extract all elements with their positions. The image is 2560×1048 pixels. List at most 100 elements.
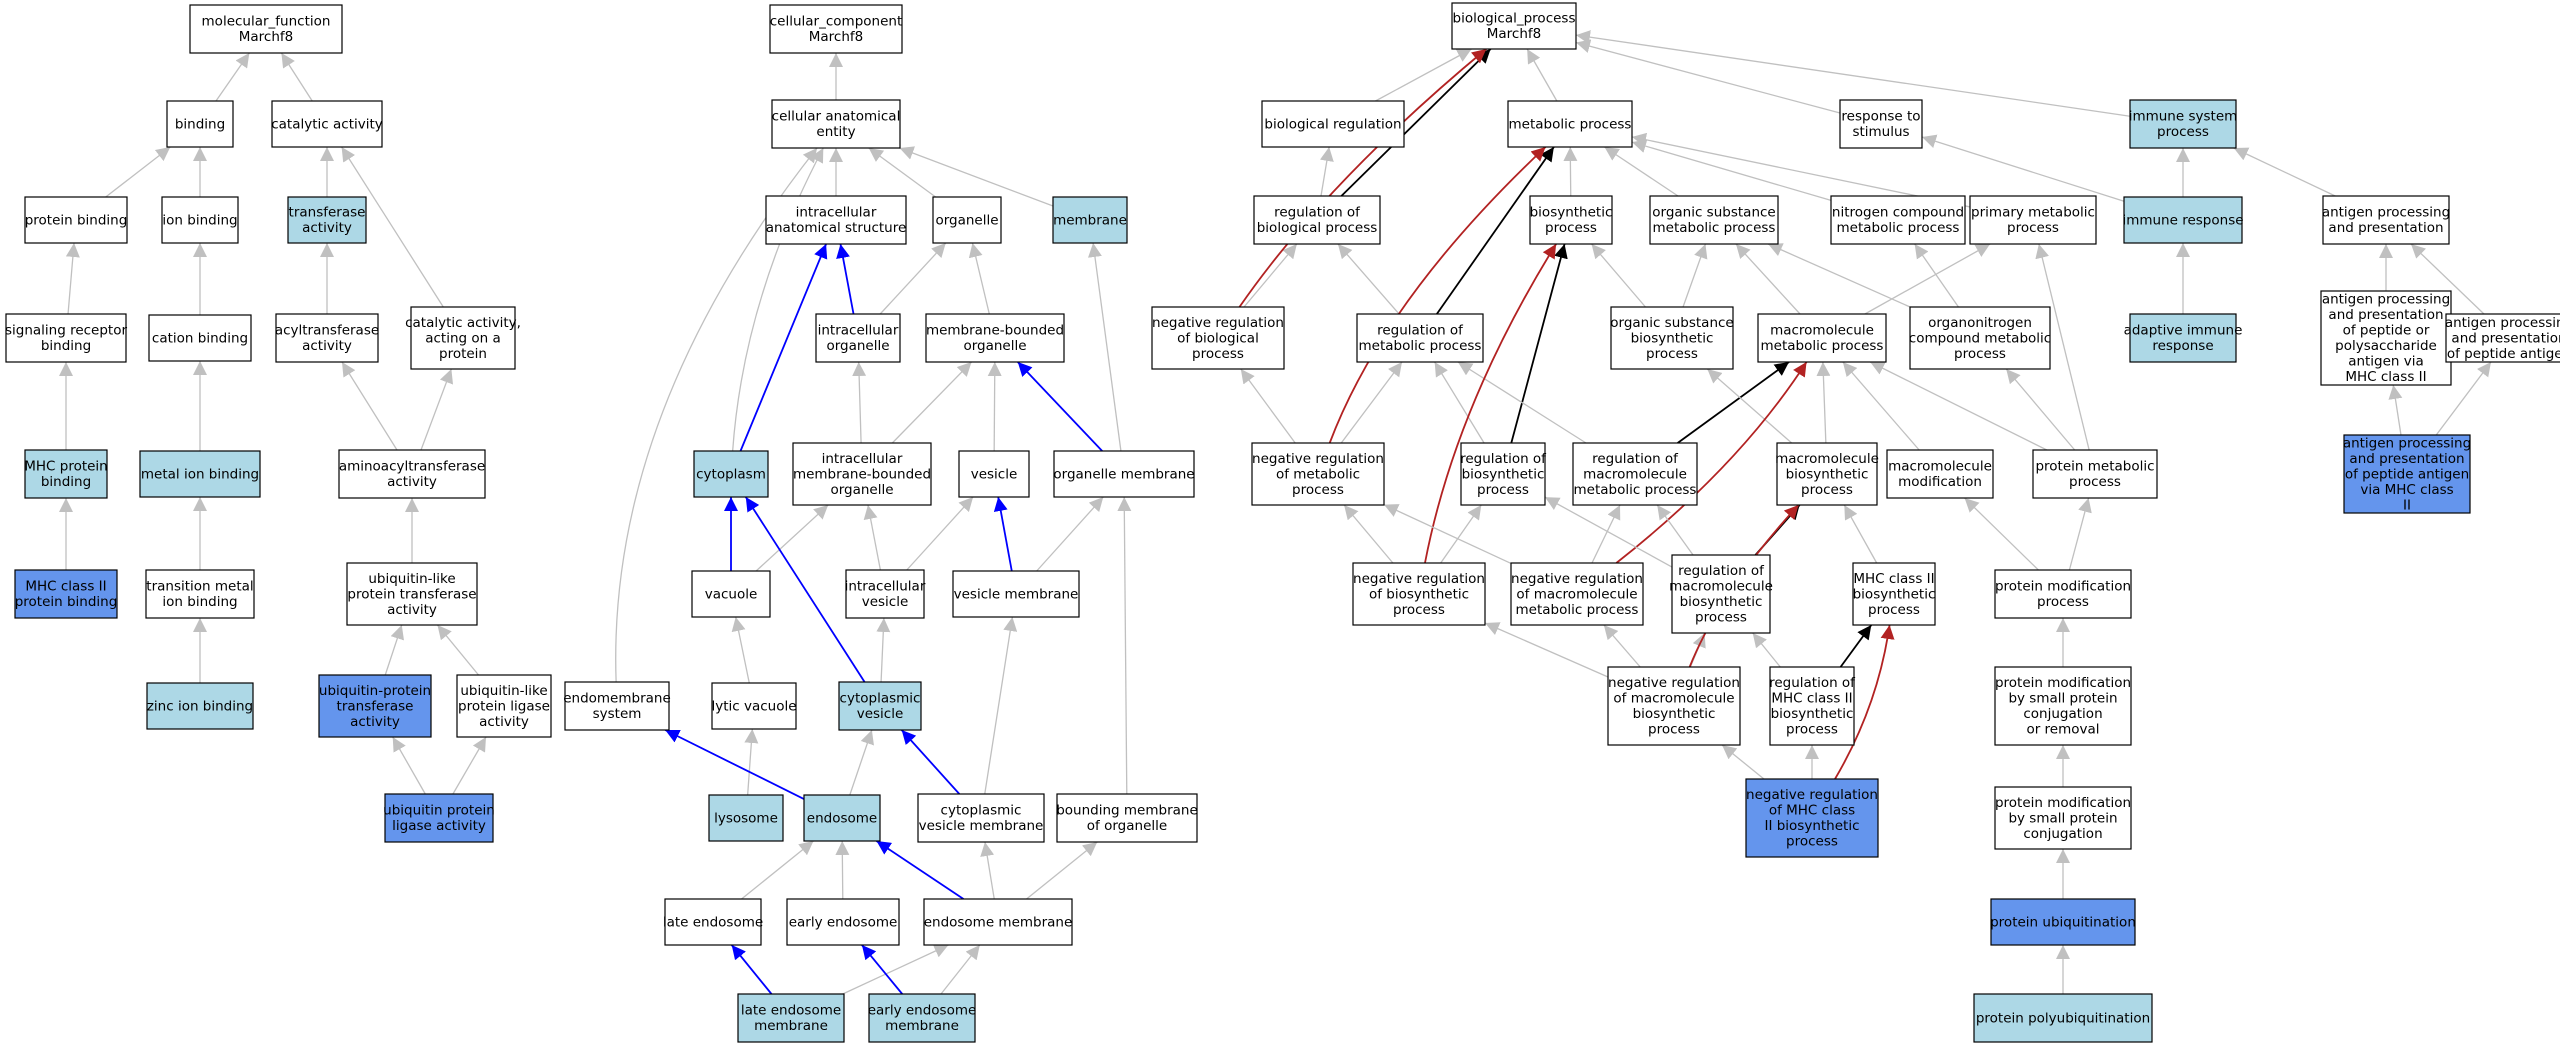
node-endosome[interactable]: endosome [803, 794, 881, 842]
node-ion-binding[interactable]: ion binding [161, 196, 239, 244]
node-zinc[interactable]: zinc ion binding [146, 682, 254, 730]
edge-aminoacyl-to-acyltransferase-is-a [341, 361, 398, 451]
edge-intra-organelle-to-organelle-is-a [879, 242, 947, 315]
node-bio-reg[interactable]: biological regulation [1261, 100, 1405, 148]
node-label-endomembrane-line-1: endomembrane [563, 691, 671, 707]
node-immune-response[interactable]: immune response [2122, 196, 2244, 244]
node-label-antigen-mhc-line-6: MHC class II [2345, 369, 2426, 385]
node-cytoplasm[interactable]: cytoplasm [693, 450, 769, 498]
node-label-reg-macro-biosyn-line-3: biosynthetic [1680, 594, 1763, 610]
node-label-aminoacyl-line-2: activity [387, 474, 437, 490]
node-label-immune-response-line-1: immune response [2122, 212, 2243, 228]
node-label-nitrogen-line-1: nitrogen compound [1832, 205, 1964, 221]
node-label-ias-line-1: intracellular [796, 205, 877, 221]
node-cation[interactable]: cation binding [148, 314, 252, 362]
node-late-endosome[interactable]: late endosome [663, 898, 763, 946]
node-box-ubl-transferase [346, 562, 478, 626]
node-catalytic[interactable]: catalytic activity [271, 100, 383, 148]
node-endosome-membrane[interactable]: endosome membrane [923, 898, 1073, 946]
node-label-antigen-pep-mhc2-line-4: via MHC class [2360, 482, 2453, 498]
node-vesicle-membrane[interactable]: vesicle membrane [952, 570, 1080, 618]
node-protein-binding[interactable]: protein binding [24, 196, 128, 244]
node-vacuole[interactable]: vacuole [691, 570, 771, 618]
node-label-neg-reg-macro-biosyn-line-1: negative regulation [1608, 675, 1740, 691]
node-vesicle[interactable]: vesicle [958, 450, 1030, 498]
node-organelle[interactable]: organelle [932, 196, 1002, 244]
node-reg-macro-biosyn[interactable]: regulation ofmacromoleculebiosyntheticpr… [1669, 554, 1773, 634]
node-box-signaling [5, 313, 127, 363]
node-protein-polyub[interactable]: protein polyubiquitination [1973, 993, 2153, 1043]
node-early-endosome[interactable]: early endosome [786, 898, 900, 946]
node-lytic-vacuole[interactable]: lytic vacuole [711, 682, 797, 730]
node-binding[interactable]: binding [166, 100, 234, 148]
node-metabolic[interactable]: metabolic process [1507, 100, 1633, 148]
node-org-membrane[interactable]: organelle membrane [1053, 450, 1195, 498]
node-protein-ub[interactable]: protein ubiquitination [1990, 898, 2136, 946]
node-box-aminoacyl [338, 449, 486, 499]
node-label-antigen-pep-mhc2-line-1: antigen processing [2343, 435, 2471, 451]
node-lysosome[interactable]: lysosome [708, 794, 784, 842]
node-metal-ion[interactable]: metal ion binding [139, 450, 261, 498]
node-membrane[interactable]: membrane [1052, 196, 1128, 244]
